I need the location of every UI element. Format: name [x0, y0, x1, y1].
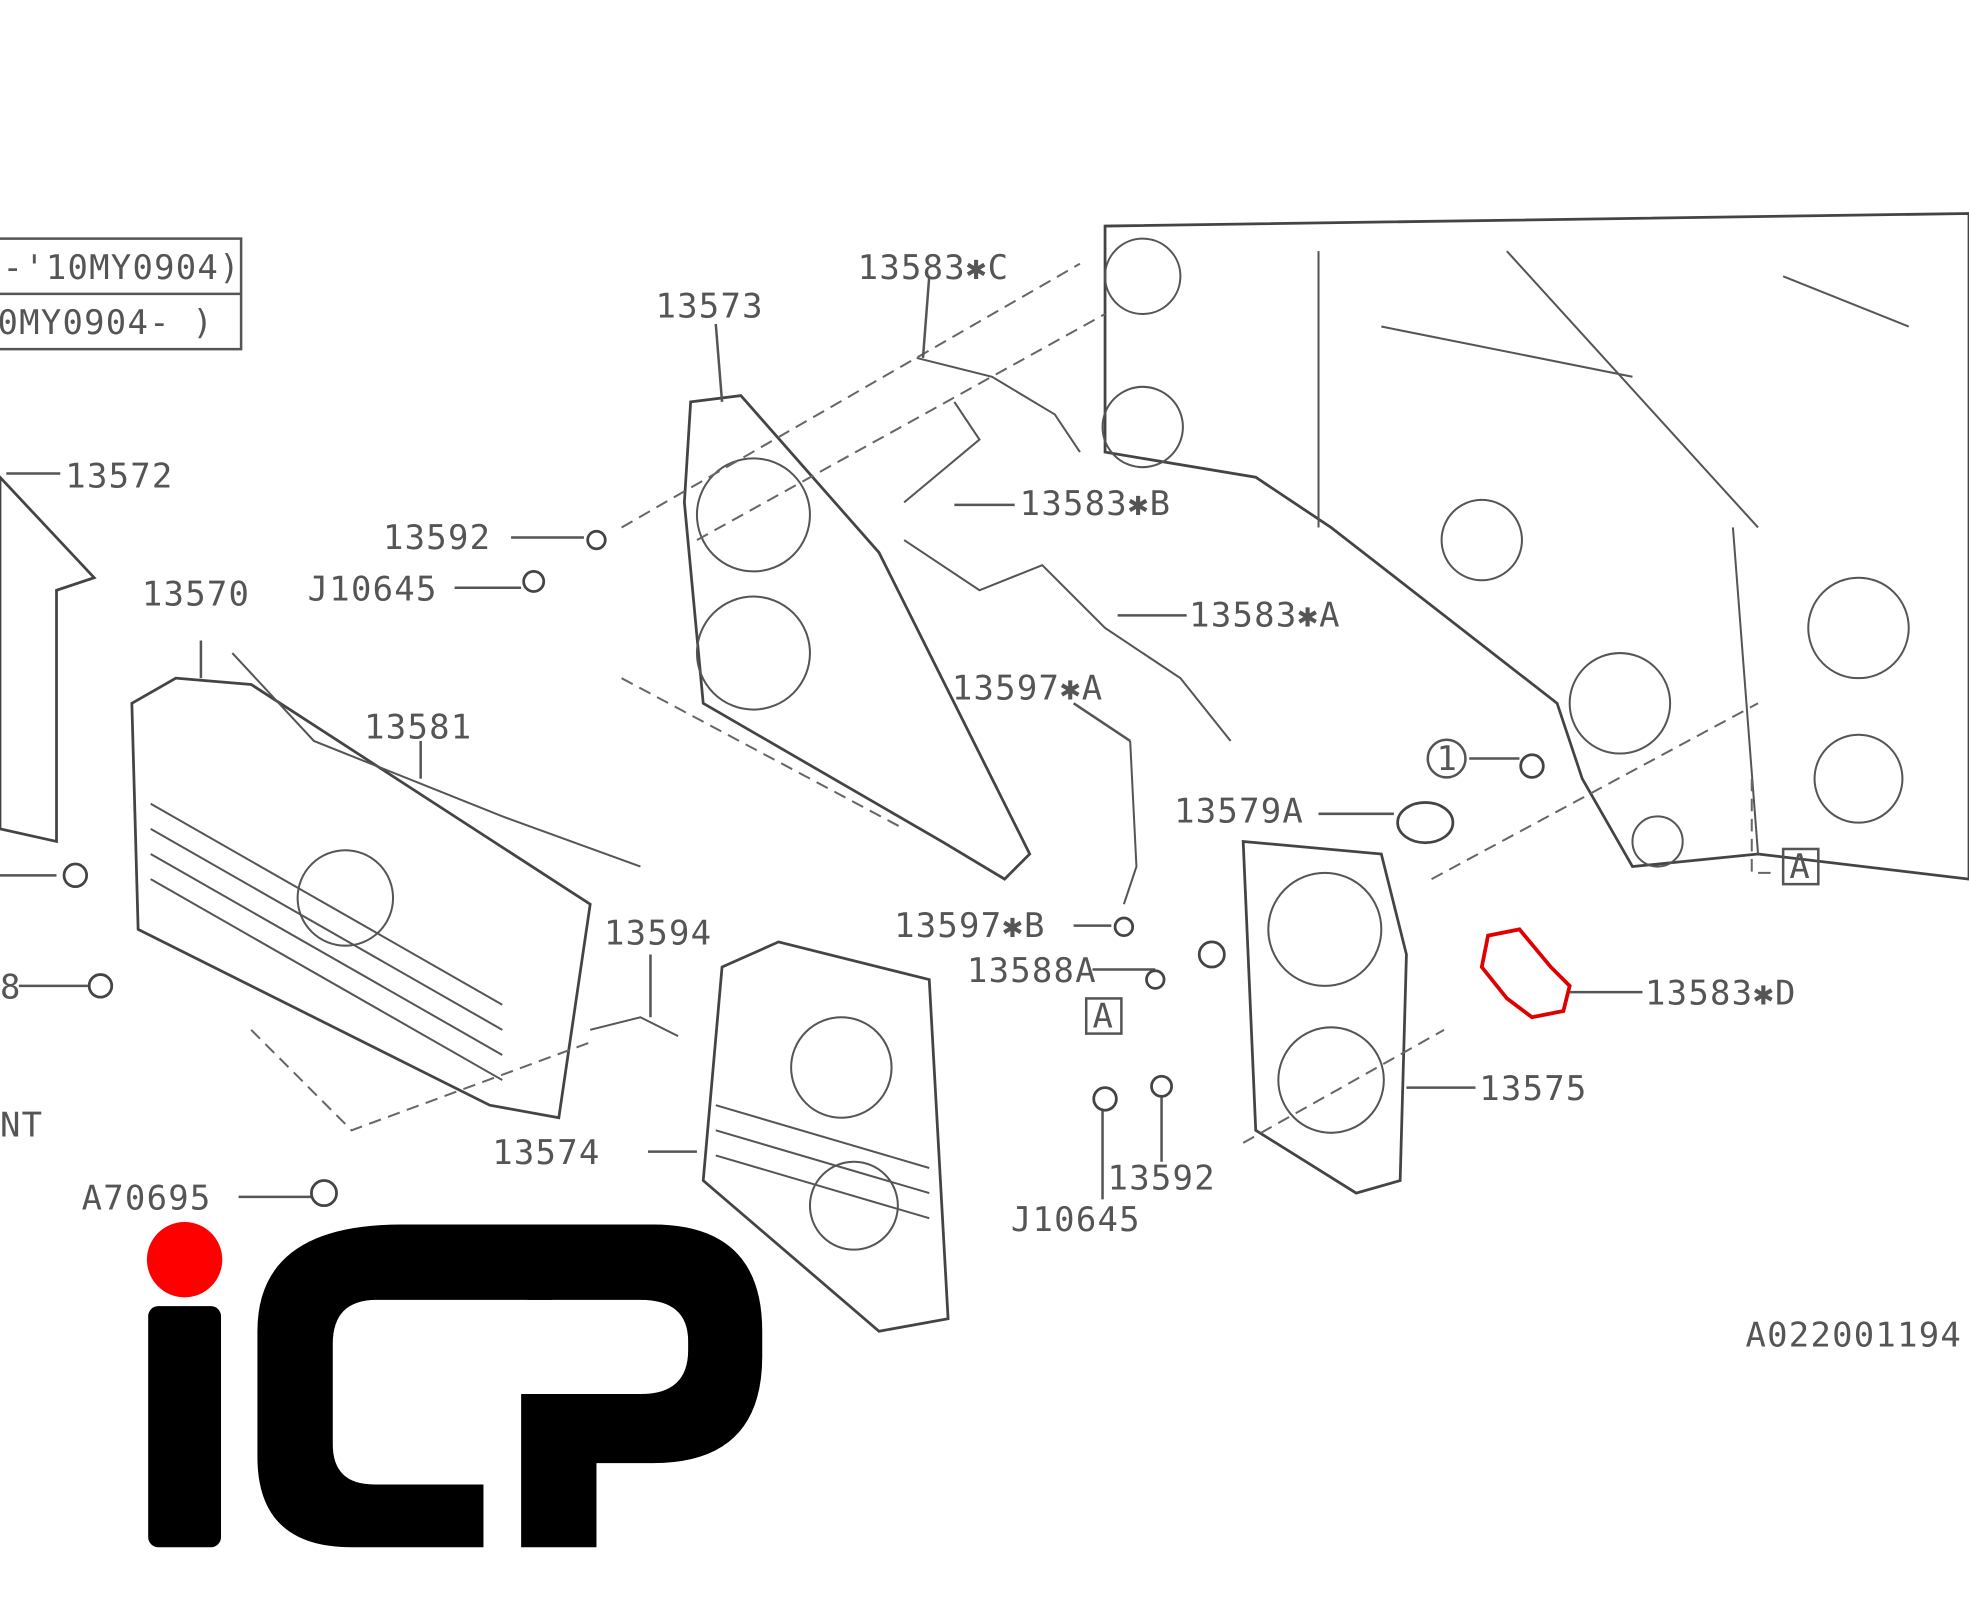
part-13574 — [701, 940, 950, 1333]
part-13583-d-gasket-highlighted — [1479, 927, 1572, 1020]
part-13575 — [1241, 839, 1408, 1195]
label-13573: 13573 — [655, 287, 763, 326]
reference-circle-1 — [1426, 738, 1467, 779]
label-13570: 13570 — [142, 574, 250, 613]
part-13581 — [231, 652, 641, 868]
label-13583-a: 13583✱A — [1189, 596, 1341, 635]
diagram-code: A022001194 — [1745, 1315, 1962, 1354]
part-13579a-plug — [1396, 801, 1455, 845]
date-box: -'10MY0904) 0MY0904- ) — [0, 237, 243, 351]
part-13570 — [130, 676, 592, 1120]
part-13583-b-gasket — [903, 401, 981, 504]
label-j10645-top: J10645 — [308, 569, 438, 608]
label-13572: 13572 — [65, 456, 173, 495]
part-13573 — [682, 394, 1032, 881]
label-partial-8: 8 — [0, 967, 22, 1006]
label-13574: 13574 — [492, 1133, 600, 1172]
alignment-lines — [250, 262, 1777, 1144]
label-13588a: 13588A — [967, 951, 1097, 990]
part-13594 — [589, 1016, 679, 1038]
label-13594: 13594 — [604, 913, 712, 952]
label-13592-bottom: 13592 — [1108, 1158, 1216, 1197]
label-13579a: 13579A — [1174, 792, 1304, 831]
part-13583-c-gasket — [916, 356, 1081, 453]
label-j10645-bottom: J10645 — [1011, 1200, 1141, 1239]
label-ref-a-left: A — [1092, 996, 1114, 1035]
label-13583-b: 13583✱B — [1020, 484, 1172, 523]
label-13597-a: 13597✱A — [952, 669, 1104, 708]
fasteners — [62, 529, 1545, 1208]
icp-logo — [146, 1221, 763, 1548]
engine-block — [1101, 212, 1969, 881]
part-13583-a-gasket — [903, 539, 1232, 742]
label-13583-c: 13583✱C — [858, 248, 1010, 287]
logo-dot — [146, 1221, 223, 1298]
label-13583-d: 13583✱D — [1645, 974, 1797, 1013]
label-13581: 13581 — [364, 707, 472, 746]
part-13597-a — [1122, 740, 1138, 905]
part-13572 — [0, 475, 97, 844]
reference-box-a-right — [1781, 847, 1820, 886]
date-box-line-2: 0MY0904- ) — [0, 303, 214, 342]
label-13592-top: 13592 — [383, 518, 491, 557]
leader-lines — [0, 276, 1643, 1200]
label-partial-nt: NT — [0, 1106, 43, 1145]
date-box-line-1: -'10MY0904) — [3, 248, 241, 287]
label-13575: 13575 — [1479, 1069, 1587, 1108]
reference-box-a-left — [1084, 997, 1123, 1035]
label-a70695: A70695 — [82, 1178, 212, 1217]
label-ref-a-right: A — [1789, 847, 1811, 886]
label-circle-1: 1 — [1437, 739, 1459, 778]
label-13597-b: 13597✱B — [894, 906, 1046, 945]
